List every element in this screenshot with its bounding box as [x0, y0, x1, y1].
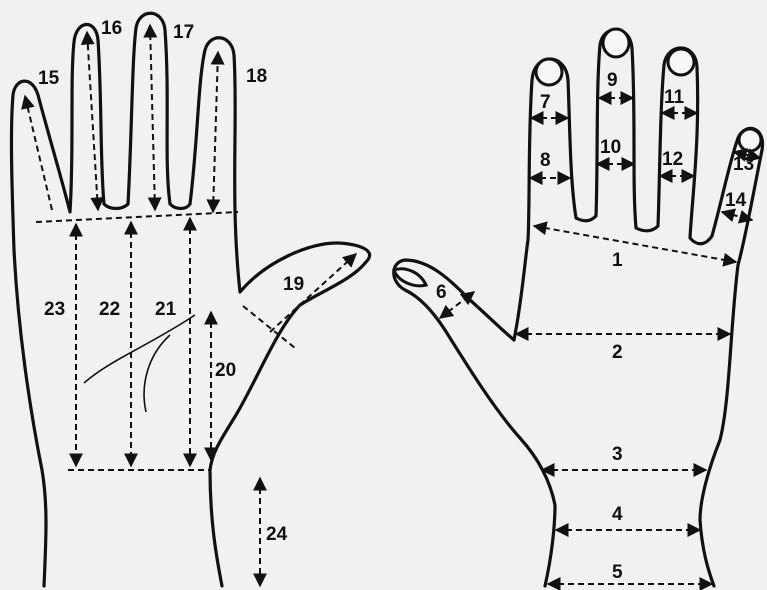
label-9: 9	[607, 70, 618, 91]
label-8: 8	[540, 150, 551, 171]
label-11: 11	[664, 87, 685, 108]
label-5: 5	[612, 562, 623, 583]
label-16: 16	[101, 18, 122, 39]
label-2: 2	[612, 342, 623, 363]
label-20: 20	[215, 360, 236, 381]
label-1: 1	[612, 250, 623, 271]
label-15: 15	[38, 68, 60, 89]
label-10: 10	[600, 137, 621, 158]
label-19: 19	[283, 274, 304, 295]
label-21: 21	[155, 299, 177, 320]
right-hand-outline	[394, 30, 763, 586]
nail-middle	[603, 29, 629, 57]
nail-index	[536, 59, 562, 85]
label-22: 22	[99, 299, 120, 320]
right-hand: 7 8 9 10 11 12 13 14 1 2 3 4 5 6	[394, 29, 763, 586]
nail-little	[739, 129, 761, 151]
label-18: 18	[246, 66, 267, 87]
label-4: 4	[612, 504, 623, 525]
nail-ring	[668, 49, 694, 75]
label-12: 12	[662, 149, 683, 170]
label-7: 7	[540, 92, 551, 113]
label-17: 17	[173, 22, 194, 43]
label-6: 6	[436, 282, 447, 303]
left-hand: 15 16 17 18 19 20 21 22 23 24	[11, 13, 369, 586]
label-13: 13	[733, 154, 754, 175]
label-23: 23	[44, 299, 65, 320]
label-14: 14	[725, 190, 747, 211]
label-3: 3	[612, 444, 623, 465]
label-24: 24	[266, 524, 288, 545]
